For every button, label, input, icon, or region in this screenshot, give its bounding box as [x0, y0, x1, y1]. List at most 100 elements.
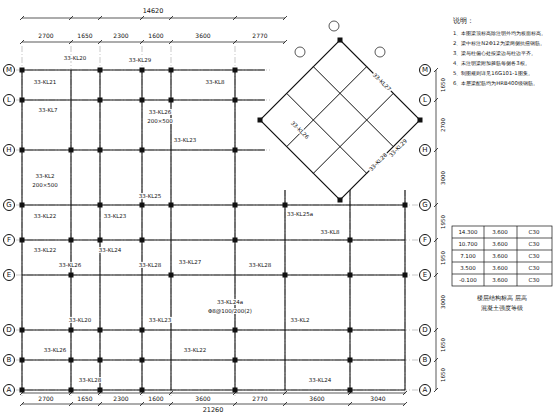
drawing-label: 33-KL8	[204, 79, 225, 85]
axis-bubble: D	[3, 324, 15, 336]
column-section	[69, 148, 74, 153]
drawing-label: -0.100	[458, 277, 478, 283]
drawing-label: 33-KL22	[183, 347, 208, 353]
drawing-label: 33-KL24	[308, 377, 333, 383]
beam-line	[22, 204, 405, 205]
drawing-label: 33-KL29	[387, 137, 409, 159]
drawing-label: 3.600	[491, 253, 509, 259]
drawing-label: 3.600	[491, 277, 509, 283]
axis-bubble: D	[419, 324, 431, 336]
drawing-label: 33-KL7	[37, 107, 58, 113]
axis-name: B	[7, 357, 12, 364]
drawing-label: 33-KL26	[43, 347, 68, 353]
dimension-tick	[69, 40, 73, 44]
axis-name: M	[422, 67, 428, 74]
beam-line	[287, 67, 367, 147]
drawing-label: 5、制图规则详见16G101-1图集。	[452, 71, 534, 77]
drawing-label: 33-KL26	[289, 119, 311, 141]
column-section	[20, 358, 25, 363]
column-section	[233, 358, 238, 363]
axis-line	[350, 190, 351, 396]
dimension-tick	[283, 391, 287, 395]
dimension-tick	[169, 391, 173, 395]
dimension-tick	[233, 402, 237, 406]
column-section	[98, 328, 103, 333]
drawing-label: 3000	[440, 170, 446, 186]
beam-line	[70, 70, 71, 390]
dimension-tick	[20, 402, 24, 406]
axis-name: L	[7, 97, 11, 104]
dimension-tick	[20, 40, 24, 44]
axis-line	[16, 330, 418, 331]
column-section	[258, 118, 263, 123]
drawing-label: 33-KL2	[34, 173, 55, 179]
axis-line	[16, 390, 418, 391]
column-section	[348, 358, 353, 363]
column-section	[140, 328, 145, 333]
dimension-tick	[98, 40, 102, 44]
column-section	[348, 238, 353, 243]
axis-bubble: G	[419, 199, 431, 211]
dimension-tick	[434, 328, 438, 332]
dimension-tick	[98, 402, 102, 406]
axis-bubble: M	[3, 64, 15, 76]
column-section	[140, 98, 145, 103]
drawing-label: 33-KL23	[148, 317, 173, 323]
axis-bubble: B	[3, 354, 15, 366]
column-section	[283, 203, 288, 208]
axis-name: E	[7, 272, 11, 279]
column-section	[20, 238, 25, 243]
column-section	[98, 358, 103, 363]
drawing-label: 33-KL28	[138, 262, 163, 268]
dimension-tick	[434, 68, 438, 72]
column-section	[169, 68, 174, 73]
drawing-label: 1650	[440, 337, 446, 353]
column-section	[348, 273, 353, 278]
dimension-tick	[348, 402, 352, 406]
column-section	[233, 203, 238, 208]
drawing-label: 2、梁中标注N2Φ12为梁两侧抗扭钢筋。	[452, 41, 546, 47]
drawing-label: 33-KL22	[33, 213, 58, 219]
drawing-label: 3000	[440, 294, 446, 310]
drawing-label: 2770	[251, 33, 268, 40]
drawing-label: 3600	[194, 33, 211, 40]
dimension-tick	[233, 16, 237, 20]
drawing-label: 33-KL2	[289, 317, 310, 323]
axis-name: G	[6, 202, 11, 209]
drawing-label: 3、梁与柱偏心处按梁边与柱边平齐。	[452, 51, 537, 57]
dimension-tick	[403, 402, 407, 406]
column-section	[98, 238, 103, 243]
drawing-label: 1650	[76, 396, 93, 403]
drawing-label: 2700	[440, 117, 446, 133]
axis-bubble: B	[419, 354, 431, 366]
axis-bubble: F	[419, 234, 431, 246]
axis-name: G	[422, 202, 427, 209]
drawing-label: 33-KL21	[33, 79, 58, 85]
drawing-label: 1650	[440, 77, 446, 93]
dimension-tick	[283, 402, 287, 406]
axis-line	[405, 190, 406, 396]
column-section	[169, 203, 174, 208]
axis-name: D	[6, 327, 11, 334]
column-section	[140, 68, 145, 73]
dimension-tick	[434, 238, 438, 242]
drawing-label: 1600	[147, 33, 164, 40]
drawing-label: 4、未注明梁附加箍筋每侧各3根。	[452, 61, 531, 67]
drawing-label: 1950	[440, 250, 446, 266]
dimension-tick	[140, 40, 144, 44]
drawing-label: 200×500	[146, 118, 174, 124]
column-section	[169, 98, 174, 103]
drawing-label: 3600	[194, 396, 211, 403]
drawing-label: 2770	[251, 396, 268, 403]
beam-line	[404, 190, 405, 390]
drawing-label: 33-KL27	[178, 259, 203, 265]
axis-bubble: M	[419, 64, 431, 76]
drawing-label: 33-KL8	[319, 229, 340, 235]
drawing-label: 混凝土强度等级	[480, 305, 524, 312]
drawing-label: 14.300	[457, 229, 478, 235]
axis-name: F	[423, 237, 427, 244]
drawing-label: 3040	[369, 396, 386, 403]
dimension-tick	[20, 16, 24, 20]
dimension-tick	[69, 16, 73, 20]
